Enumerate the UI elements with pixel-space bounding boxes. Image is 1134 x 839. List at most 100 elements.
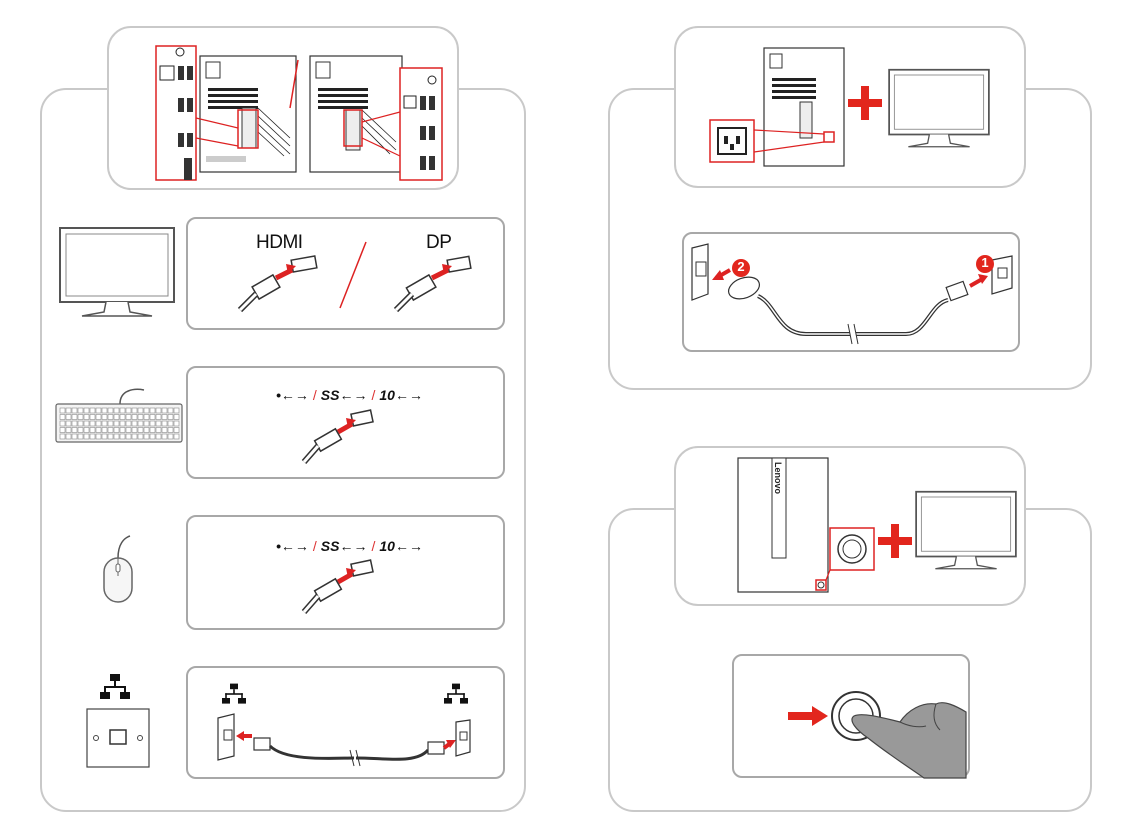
hdmi-label: HDMI (256, 232, 303, 254)
keyboard-key (60, 421, 65, 426)
keyboard-key (102, 428, 107, 433)
keyboard-key (144, 421, 149, 426)
keyboard-key (144, 428, 149, 433)
rear-power-illustration (706, 40, 846, 172)
keyboard-key (114, 415, 119, 420)
network-icon (100, 672, 130, 702)
separator: / (371, 387, 375, 403)
wall-ethernet-jack-icon (86, 708, 150, 768)
keyboard-key (126, 434, 131, 439)
usb-ss-icon: SS←→ (321, 387, 368, 403)
keyboard-key (84, 421, 89, 426)
keyboard-key (96, 415, 101, 420)
keyboard-key (114, 434, 119, 439)
keyboard-key (156, 434, 161, 439)
keyboard-key (162, 434, 167, 439)
separator: / (313, 387, 317, 403)
step-1-label: 1 (975, 255, 995, 270)
keyboard-key (138, 421, 143, 426)
step-2-label: 2 (731, 259, 751, 274)
keyboard-key (132, 434, 137, 439)
keyboard-key (150, 434, 155, 439)
mouse-usb-labels: •←→/SS←→/10←→ (276, 538, 423, 554)
usb-10-icon: 10←→ (379, 387, 423, 403)
keyboard-key (72, 421, 77, 426)
keyboard-key (168, 421, 173, 426)
keyboard-key (156, 428, 161, 433)
keyboard-key (96, 434, 101, 439)
network-icon (444, 682, 468, 706)
keyboard-key (168, 415, 173, 420)
video-divider (338, 240, 368, 310)
keyboard-key (144, 408, 149, 413)
usb2-icon: •←→ (276, 538, 309, 554)
mouse-icon (98, 534, 138, 604)
keyboard-key (72, 415, 77, 420)
keyboard-key (78, 421, 83, 426)
keyboard-key (60, 428, 65, 433)
keyboard-key (138, 434, 143, 439)
keyboard-key (60, 408, 65, 413)
keyboard-key (60, 415, 65, 420)
keyboard-key (162, 415, 167, 420)
keyboard-key (126, 421, 131, 426)
keyboard-key (132, 421, 137, 426)
keyboard-usb-cable-icon (300, 408, 380, 468)
keyboard-key (156, 408, 161, 413)
keyboard-key (108, 415, 113, 420)
keyboard-key (66, 415, 71, 420)
keyboard-key (72, 408, 77, 413)
keyboard-key (174, 421, 179, 426)
keyboard-key (90, 421, 95, 426)
keyboard-key (120, 421, 125, 426)
keyboard-key (96, 428, 101, 433)
keyboard-key (120, 415, 125, 420)
keyboard-key (66, 421, 71, 426)
keyboard-key (108, 428, 113, 433)
keyboard-key (78, 434, 83, 439)
keyboard-key (102, 421, 107, 426)
keyboard-icon (54, 386, 184, 446)
keyboard-key (114, 408, 119, 413)
keyboard-key (66, 434, 71, 439)
keyboard-key (84, 434, 89, 439)
keyboard-key (90, 434, 95, 439)
keyboard-key (102, 415, 107, 420)
dp-label: DP (426, 232, 451, 254)
keyboard-key (132, 415, 137, 420)
keyboard-key (126, 408, 131, 413)
lenovo-logo: Lenovo (773, 462, 783, 494)
keyboard-key (144, 415, 149, 420)
dp-cable-icon (392, 252, 478, 314)
keyboard-key (174, 415, 179, 420)
keyboard-key (150, 428, 155, 433)
keyboard-key (132, 428, 137, 433)
keyboard-key (78, 428, 83, 433)
keyboard-key (72, 434, 77, 439)
keyboard-key (84, 428, 89, 433)
network-icon (222, 682, 246, 706)
keyboard-key (60, 434, 65, 439)
keyboard-key (108, 421, 113, 426)
keyboard-key (162, 421, 167, 426)
keyboard-key (78, 408, 83, 413)
keyboard-key (120, 408, 125, 413)
keyboard-key (162, 428, 167, 433)
keyboard-key (120, 434, 125, 439)
keyboard-key (84, 408, 89, 413)
keyboard-key (150, 421, 155, 426)
keyboard-key (126, 415, 131, 420)
keyboard-key (156, 415, 161, 420)
keyboard-key (114, 428, 119, 433)
keyboard-key (90, 415, 95, 420)
separator: / (313, 538, 317, 554)
keyboard-key (156, 421, 161, 426)
keyboard-key (78, 415, 83, 420)
keyboard-key (174, 408, 179, 413)
plus-icon (848, 86, 882, 120)
arrow-icon (788, 706, 830, 726)
keyboard-key (138, 415, 143, 420)
rear-ports-illustration (150, 38, 450, 183)
keyboard-key (138, 428, 143, 433)
keyboard-key (138, 408, 143, 413)
